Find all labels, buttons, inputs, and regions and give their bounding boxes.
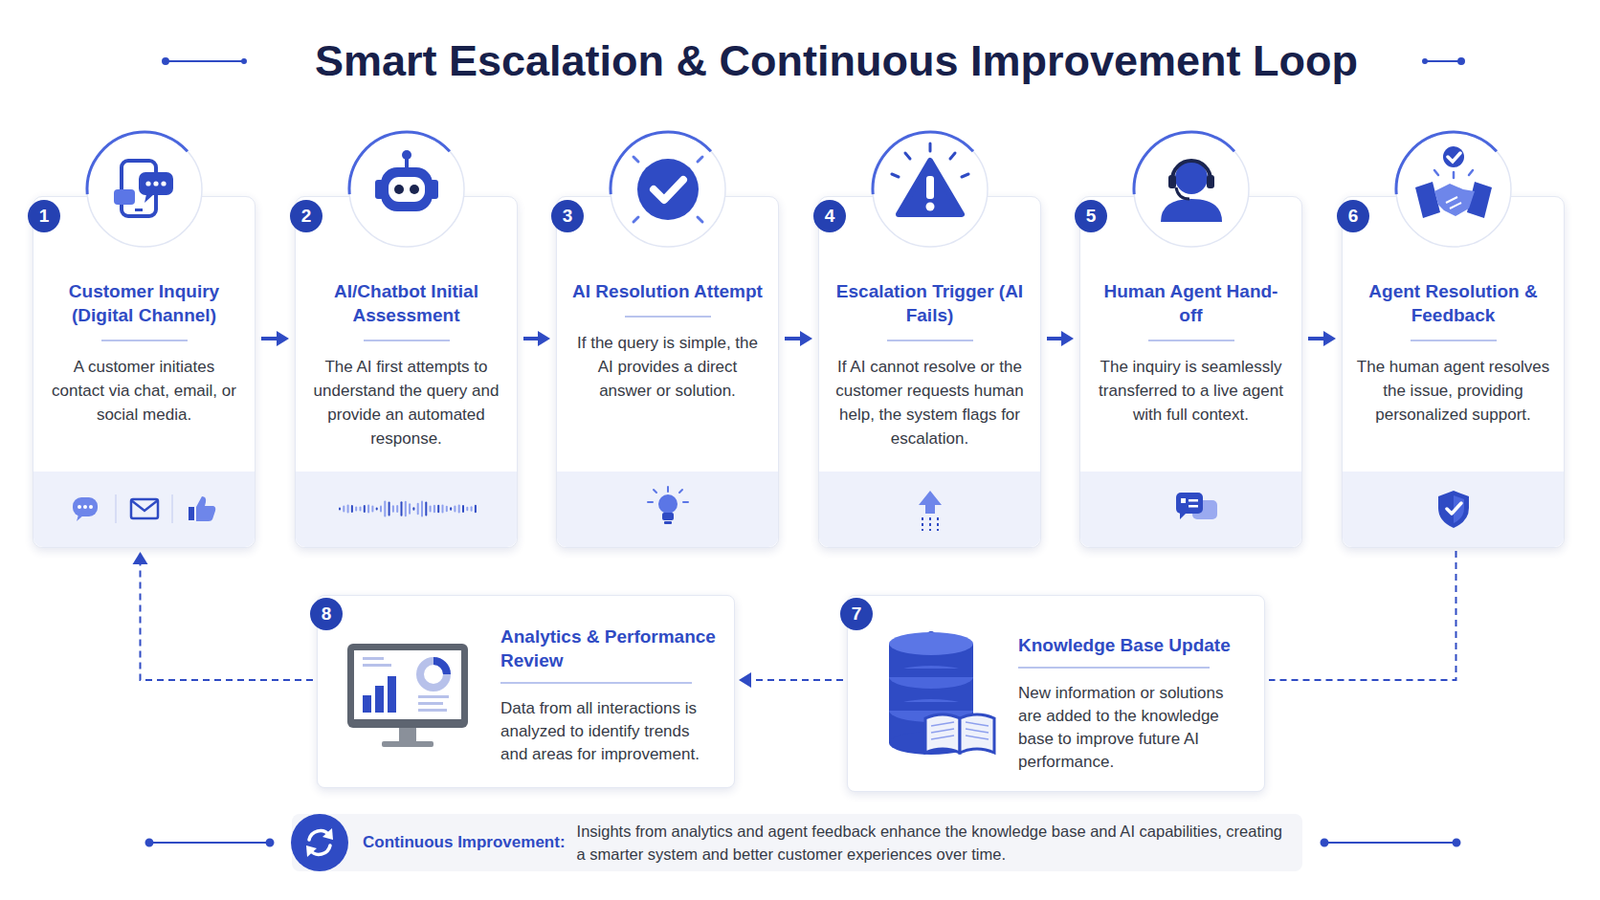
flow-arrow [1308,331,1336,347]
illustration [883,630,999,759]
flow-arrow [784,331,813,347]
step-icon [863,122,998,257]
divider [363,339,450,342]
step-description: Data from all interactions is analyzed t… [500,697,717,767]
step-heading: Customer Inquiry (Digital Channel) [46,279,242,328]
divider [500,682,692,685]
callout-number: 2 [289,200,323,233]
flow-arrow [1046,331,1074,347]
connector-line [748,679,844,682]
callout-number: 8 [310,598,343,631]
step-icon [339,122,474,257]
step-description: The AI first attempts to understand the … [309,355,504,451]
arrowhead [1061,331,1074,347]
illustration [343,640,472,752]
step-card: 1Customer Inquiry (Digital Channel)A cus… [32,196,256,549]
divider [1410,339,1497,342]
divider [887,339,974,342]
step-card: 4Escalation Trigger (AI Fails)If AI cann… [818,196,1042,549]
arrowhead [537,331,551,347]
step-heading: AI/Chatbot Initial Assessment [309,279,504,328]
step-card: 3AI Resolution AttemptIf the query is si… [555,196,779,549]
feedback-connector [1268,551,1457,681]
process-box: 8Analytics & Performance ReviewData from… [316,595,735,789]
callout-number: 1 [27,200,61,233]
card-footer [295,471,517,548]
arrowhead [1323,331,1336,347]
divider [1148,339,1235,342]
arrowhead [738,672,752,689]
step-icon [1386,122,1521,257]
step-icon [77,122,212,257]
step-icon [600,122,735,257]
footer-icon [1342,471,1564,548]
step-card: 5Human Agent Hand-offThe inquiry is seam… [1079,196,1303,549]
arrowhead [800,331,813,347]
card-footer [819,471,1041,548]
connector-line [140,561,314,681]
step-description: If AI cannot resolve or the customer req… [832,355,1027,451]
callout-number: 5 [1074,200,1108,233]
footer-icon [295,471,517,548]
title-rule [162,58,1465,65]
feedback-connector [738,672,844,689]
step-heading: Agent Resolution & Feedback [1355,279,1551,328]
step-heading: Escalation Trigger (AI Fails) [832,279,1027,328]
step-description: The human agent resolves the issue, prov… [1355,355,1551,427]
footer-icon [1080,471,1302,548]
step-description: The inquiry is seamlessly transferred to… [1093,355,1289,427]
step-heading: Analytics & Performance Review [500,624,717,673]
step-card: 6Agent Resolution & FeedbackThe human ag… [1341,196,1565,549]
flow-arrow [261,331,289,347]
step-icon [1124,122,1259,257]
band-text: Insights from analytics and agent feedba… [577,820,1288,867]
step-heading: Human Agent Hand-off [1093,279,1289,328]
band-label: Continuous Improvement: [362,831,566,855]
callout-number: 4 [813,200,846,233]
refresh-icon [290,814,349,872]
card-footer [1080,471,1302,548]
arrowhead [276,331,289,347]
flow-arrow [523,331,551,347]
callout-number: 6 [1336,200,1370,233]
callout-number: 7 [840,598,873,631]
step-heading: Knowledge Base Update [1018,633,1247,658]
divider [624,315,712,318]
footer-icon [556,471,778,548]
process-box: 7Knowledge Base UpdateNew information or… [846,595,1266,793]
footer-icon [33,471,255,548]
feedback-connector [133,552,314,681]
divider [1018,666,1210,669]
card-footer [33,471,255,548]
step-description: If the query is simple, the AI provides … [570,331,765,403]
footer-icon [819,471,1041,548]
card-footer [556,471,778,548]
arrowhead [133,552,149,565]
callout-number: 3 [551,200,584,233]
connector-line [1268,551,1457,681]
summary-band: Continuous Improvement: Insights from ana… [291,814,1303,872]
step-description: A customer initiates contact via chat, e… [46,355,242,427]
card-footer [1342,471,1564,548]
step-heading: AI Resolution Attempt [570,279,765,304]
step-card: 2AI/Chatbot Initial AssessmentThe AI fir… [294,196,518,549]
divider [101,339,188,342]
step-description: New information or solutions are added t… [1018,682,1247,775]
diagram-title: Smart Escalation & Continuous Improvemen… [262,34,1411,89]
